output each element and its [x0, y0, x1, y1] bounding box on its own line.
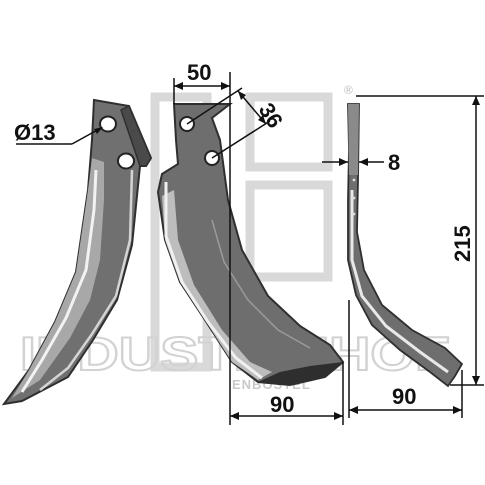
height-arrow-bottom	[472, 376, 480, 385]
registered-mark: ®	[344, 83, 353, 97]
blade-front-view	[1, 98, 153, 406]
offset-side-arrow-right	[453, 406, 462, 414]
rivet-dot-1	[352, 178, 356, 182]
blade-front-flange	[120, 104, 152, 167]
blade-side-highlight	[350, 190, 449, 374]
blade-middle-inner-line	[211, 219, 311, 349]
watermark-box-mid	[245, 180, 333, 282]
label-height: 215	[450, 225, 475, 262]
label-offset-side: 90	[392, 384, 416, 409]
spacing-extension-lower	[211, 120, 271, 159]
label-blade-width: 50	[187, 60, 211, 85]
offset-side-arrow-left	[349, 406, 358, 414]
spacing-extension-upper	[186, 87, 243, 125]
blade-front-right-edge	[39, 169, 134, 391]
height-arrow-top	[472, 96, 480, 105]
thickness-arrow-left	[339, 158, 348, 166]
width-arrow-left	[174, 82, 183, 90]
rivet-dot-3	[352, 212, 356, 216]
label-offset-front: 90	[270, 392, 294, 417]
blade-middle-cutting-edge	[258, 362, 343, 385]
blade-side-view	[347, 103, 464, 388]
blade-middle-edge-highlight	[164, 182, 263, 380]
blade-front-edge-highlight	[20, 169, 98, 393]
mounting-hole-lower	[117, 152, 135, 170]
dimension-lines	[16, 72, 484, 425]
spacing-arrow-upper	[238, 91, 246, 100]
thickness-arrow-right	[359, 158, 368, 166]
label-hole-diameter: Ø13	[14, 120, 56, 145]
width-arrow-right	[221, 82, 230, 90]
spacing-arrow-lower	[258, 115, 266, 124]
offset-front-arrow-left	[230, 412, 239, 420]
offset-front-arrow-right	[334, 412, 343, 420]
blade-side-flat	[348, 104, 359, 175]
hole-leader-arrowhead	[94, 127, 103, 134]
mounting-hole-upper	[99, 115, 117, 133]
blade-middle-view	[156, 103, 345, 387]
label-thickness: 8	[388, 150, 400, 175]
watermark-box-top	[245, 92, 333, 172]
rivet-dot-2	[352, 196, 356, 200]
